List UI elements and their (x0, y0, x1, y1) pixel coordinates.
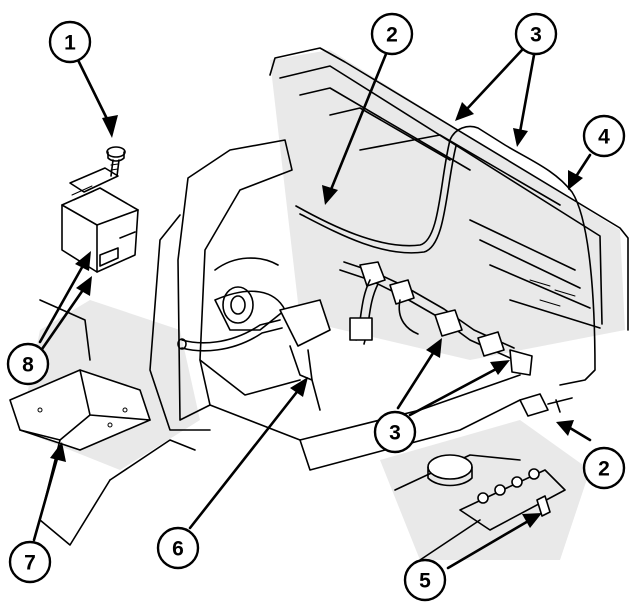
connector-right (519, 393, 573, 417)
dash-panel-structure (149, 47, 629, 471)
callout-8: 8 (6, 342, 50, 386)
callout-3-bottom: 3 (373, 410, 417, 454)
callout-4: 4 (582, 114, 626, 158)
callout-6-label: 6 (172, 538, 184, 561)
callout-7: 7 (8, 540, 52, 584)
sensor-assembly (177, 299, 331, 411)
callout-4-label: 4 (598, 126, 610, 149)
callout-1-label: 1 (64, 32, 76, 55)
callout-7-label: 7 (24, 552, 36, 575)
callout-5-label: 5 (419, 570, 431, 593)
leader-lines (32, 48, 592, 570)
callout-5: 5 (403, 558, 447, 602)
callout-6: 6 (156, 526, 200, 570)
callout-3-top-label: 3 (530, 24, 542, 47)
callout-3-bottom-label: 3 (389, 422, 401, 445)
callout-2-top: 2 (370, 12, 414, 56)
callout-1: 1 (48, 20, 92, 64)
mounting-screw (106, 146, 126, 177)
callout-2-bottom: 2 (582, 446, 626, 490)
lower-bracket (9, 299, 196, 546)
frame-and-fasteners (394, 454, 566, 561)
callout-3-top: 3 (514, 12, 558, 56)
wiring-harness (295, 125, 596, 386)
callout-2-bottom-label: 2 (598, 458, 610, 481)
callout-2-top-label: 2 (386, 24, 398, 47)
control-module (61, 167, 139, 273)
callout-8-label: 8 (22, 354, 34, 377)
